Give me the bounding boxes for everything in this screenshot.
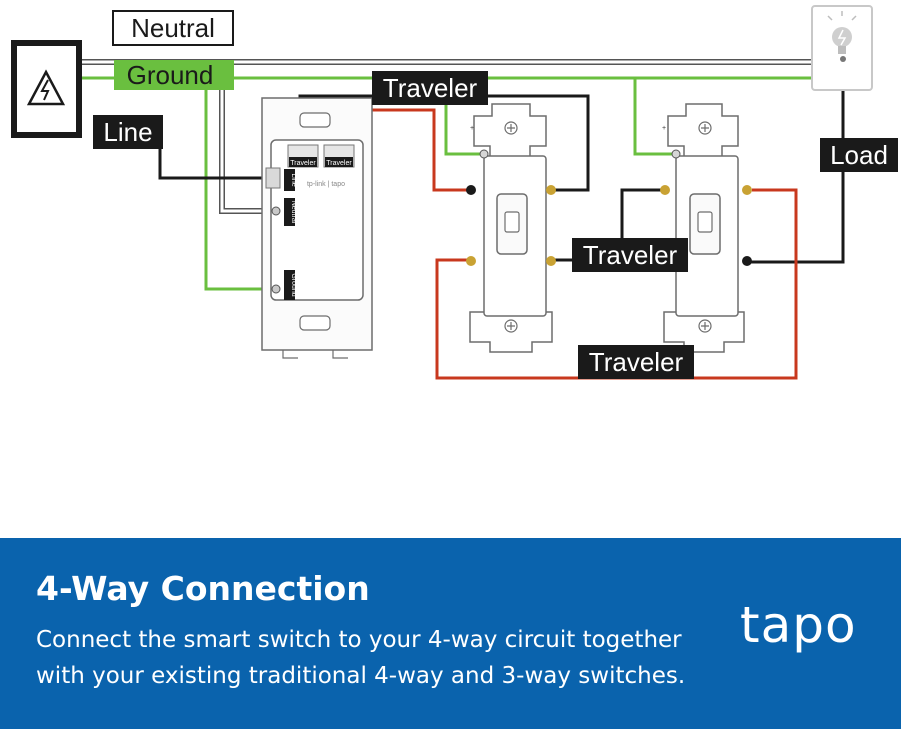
panel-icon	[11, 40, 82, 138]
label-load: Load	[820, 138, 898, 172]
banner-description: Connect the smart switch to your 4-way c…	[36, 627, 686, 689]
line-wire	[158, 135, 272, 180]
label-neutral-text: Neutral	[131, 13, 215, 43]
switch1-ground-mark: +	[470, 125, 474, 132]
label-ground: Ground	[114, 60, 234, 90]
info-banner: 4-Way Connection Connect the smart switc…	[0, 538, 901, 729]
three-way-switch-1: +	[466, 103, 556, 353]
label-line-text: Line	[103, 117, 152, 147]
light-bulb-icon	[811, 5, 873, 91]
smart-switch-brand: tp-link | tapo	[307, 181, 345, 188]
label-traveler-top: Traveler	[372, 71, 488, 105]
load-wire	[750, 62, 845, 264]
smart-switch-neutral-label: Neutral	[290, 201, 297, 224]
label-traveler-bottom: Traveler	[578, 345, 694, 379]
label-traveler-bottom-text: Traveler	[589, 347, 684, 377]
wiring-diagram: Traveler Traveler Line Neutral Ground tp…	[11, 5, 898, 380]
switch2-ground-mark: +	[662, 125, 666, 132]
smart-switch-traveler-label-1: Traveler	[290, 160, 316, 167]
label-load-text: Load	[830, 140, 888, 170]
banner-title: 4-Way Connection	[36, 569, 370, 608]
label-ground-text: Ground	[127, 60, 214, 90]
smart-switch-ground-label: Ground	[290, 273, 297, 296]
label-neutral: Neutral	[112, 10, 234, 46]
label-traveler-top-text: Traveler	[383, 73, 478, 103]
label-traveler-middle-text: Traveler	[583, 240, 678, 270]
label-line: Line	[93, 115, 163, 149]
tapo-logo: tapo	[740, 596, 857, 654]
label-traveler-middle: Traveler	[572, 238, 688, 272]
smart-switch-line-label: Line	[290, 173, 297, 186]
smart-switch: Traveler Traveler Line Neutral Ground tp…	[261, 97, 373, 359]
smart-switch-traveler-label-2: Traveler	[326, 160, 352, 167]
three-way-switch-2: +	[660, 103, 752, 353]
